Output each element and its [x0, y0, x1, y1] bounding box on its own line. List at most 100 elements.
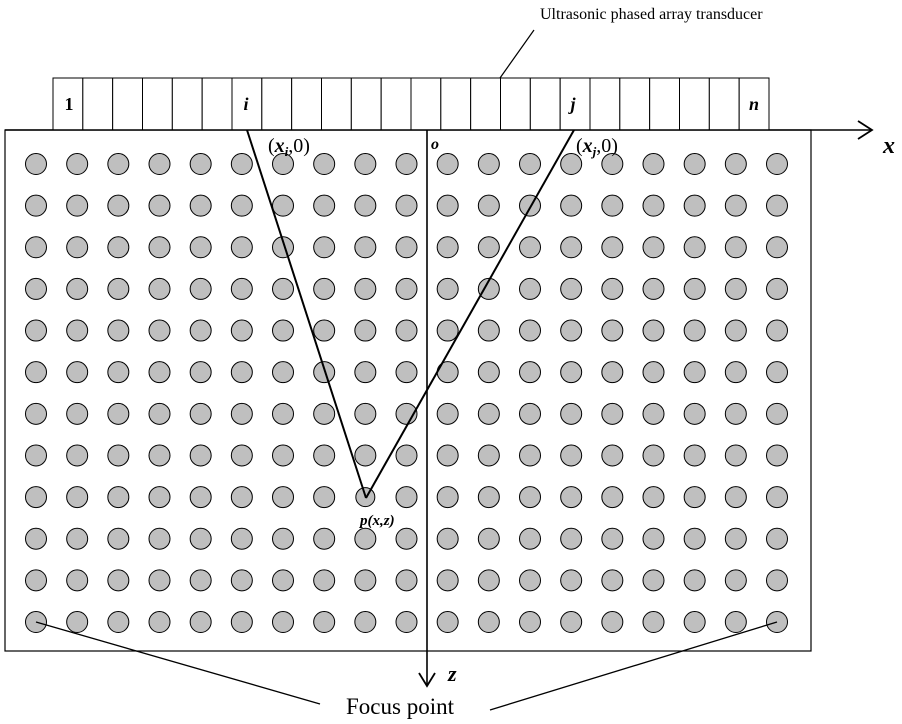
focus-point — [477, 569, 500, 592]
focus-point — [66, 153, 89, 175]
transducer-element — [619, 77, 651, 131]
focus-point — [230, 361, 253, 384]
focus-point — [107, 486, 130, 509]
focus-point — [313, 319, 336, 342]
focus-point — [560, 527, 583, 550]
focus-point — [477, 236, 500, 259]
focus-point — [683, 402, 706, 425]
focus-point — [148, 486, 171, 509]
transducer-element — [529, 77, 561, 131]
focus-point — [313, 361, 336, 384]
focus-point — [436, 402, 459, 425]
focus-point — [313, 444, 336, 467]
focus-point — [395, 319, 418, 342]
focus-point — [230, 402, 253, 425]
focus-point — [560, 277, 583, 300]
focus-point — [766, 569, 788, 592]
focus-point — [477, 444, 500, 467]
focus-point — [313, 527, 336, 550]
focus-point — [272, 319, 294, 342]
focus-point — [436, 194, 459, 217]
focus-point — [272, 402, 294, 425]
focus-point — [148, 569, 171, 592]
focus-point — [313, 486, 336, 509]
focus-point — [601, 527, 624, 550]
focus-point — [477, 486, 500, 509]
focus-point — [272, 361, 294, 384]
focus-point — [148, 527, 171, 550]
focus-point — [313, 611, 336, 633]
focus-point — [436, 153, 459, 175]
focus-point — [519, 153, 541, 175]
transducer-element — [380, 77, 412, 131]
focus-point — [354, 527, 377, 550]
focus-point — [601, 361, 624, 384]
transducer-label: Ultrasonic phased array transducer — [540, 6, 763, 23]
focus-point — [189, 444, 212, 467]
focus-point — [560, 402, 583, 425]
focus-point — [395, 569, 418, 592]
element-label-n: n — [749, 94, 759, 114]
focus-point — [766, 402, 788, 425]
focus-point — [477, 194, 500, 217]
focus-point — [642, 611, 665, 633]
focus-point — [519, 486, 541, 509]
focus-point — [66, 444, 89, 467]
focus-point — [189, 153, 212, 175]
focus-point — [25, 402, 47, 425]
focus-point — [724, 569, 747, 592]
focus-point — [148, 236, 171, 259]
focus-point — [66, 486, 89, 509]
transducer-element — [201, 77, 233, 131]
focus-point — [601, 277, 624, 300]
focus-point — [272, 444, 294, 467]
focus-point — [148, 444, 171, 467]
focus-point — [519, 527, 541, 550]
focus-point — [560, 361, 583, 384]
focus-point — [477, 361, 500, 384]
focus-point — [560, 194, 583, 217]
focus-point — [395, 194, 418, 217]
focus-point — [107, 527, 130, 550]
focus-point — [66, 402, 89, 425]
focus-point — [766, 236, 788, 259]
focus-point — [272, 153, 294, 175]
focus-point — [724, 236, 747, 259]
focus-point — [230, 527, 253, 550]
focus-point — [724, 527, 747, 550]
focus-point — [724, 486, 747, 509]
focus-point — [354, 319, 377, 342]
element-label-j: j — [567, 94, 576, 114]
focus-point — [66, 194, 89, 217]
focus-point — [66, 611, 89, 633]
focus-point — [354, 236, 377, 259]
focus-point — [189, 236, 212, 259]
transducer-element — [82, 77, 114, 131]
focus-point — [683, 277, 706, 300]
focus-point — [189, 402, 212, 425]
focus-point — [189, 569, 212, 592]
focus-point — [436, 277, 459, 300]
focus-point — [560, 236, 583, 259]
focus-point — [395, 153, 418, 175]
focus-point — [25, 444, 47, 467]
focus-point — [683, 569, 706, 592]
focus-point — [642, 277, 665, 300]
focus-point — [189, 486, 212, 509]
focus-point — [477, 277, 500, 300]
transducer-array — [52, 77, 770, 131]
focus-point — [477, 402, 500, 425]
transducer-element — [142, 77, 173, 131]
transducer-element — [679, 77, 710, 131]
focus-point — [477, 611, 500, 633]
focus-point — [148, 153, 171, 175]
focus-point — [107, 319, 130, 342]
focus-point — [601, 402, 624, 425]
transducer-element — [708, 77, 740, 131]
focus-point — [189, 319, 212, 342]
focus-point — [107, 153, 130, 175]
x-axis-arrowhead — [857, 120, 874, 140]
focus-point — [107, 361, 130, 384]
focus-point — [25, 486, 47, 509]
focus-point — [354, 194, 377, 217]
